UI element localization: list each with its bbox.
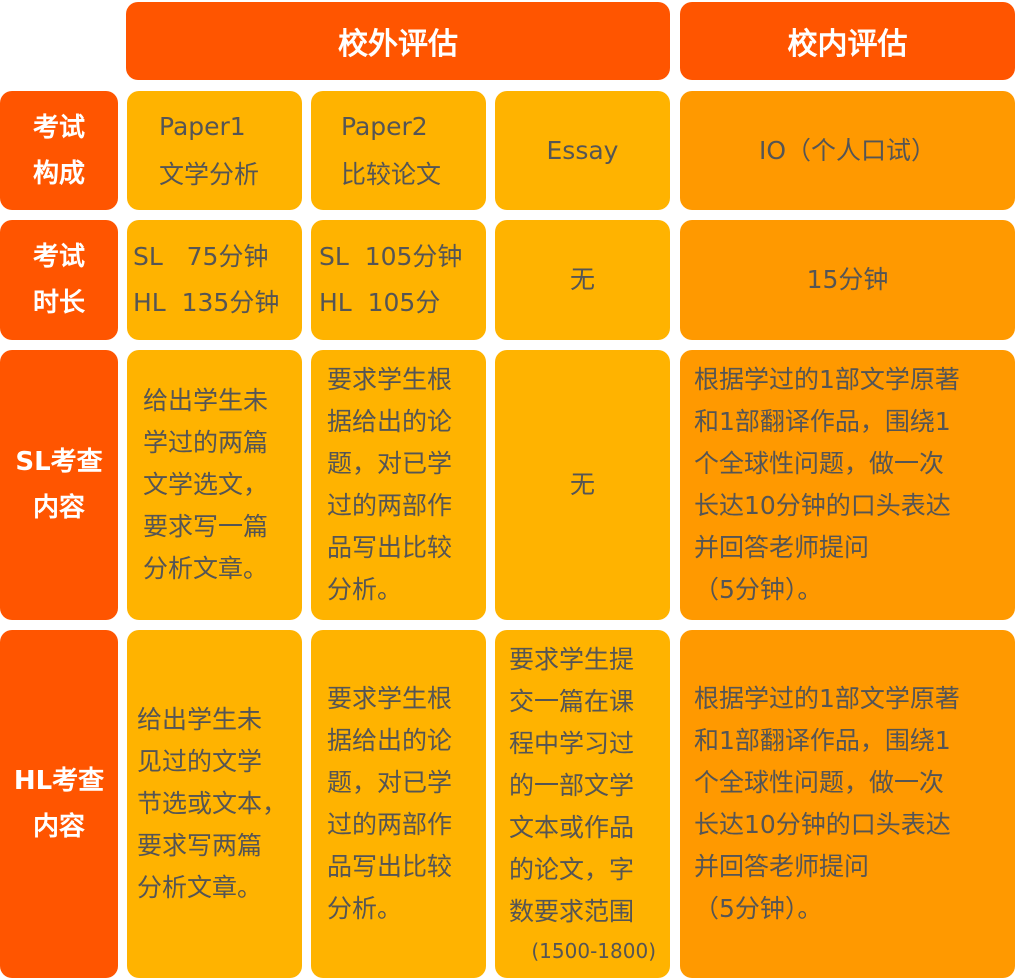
essay-hl-text: 要求学生提 交一篇在课 程中学习过 的一部文学 文本或作品 的论文，字 数要求范… <box>509 645 635 926</box>
cell-paper1: Paper1 文学分析 <box>127 91 302 210</box>
cell-essay-sl: 无 <box>495 350 670 620</box>
row-header-duration: 考试 时长 <box>0 220 118 340</box>
cell-io: IO（个人口试） <box>680 91 1015 210</box>
cell-essay: Essay <box>495 91 670 210</box>
header-external-assessment: 校外评估 <box>126 2 670 80</box>
cell-paper2-duration: SL 105分钟 HL 105分 <box>311 220 486 340</box>
row-header-hl-content: HL考查 内容 <box>0 630 118 978</box>
cell-paper2: Paper2 比较论文 <box>311 91 486 210</box>
cell-paper1-duration: SL 75分钟 HL 135分钟 <box>127 220 302 340</box>
row-header-sl-content: SL考查 内容 <box>0 350 118 620</box>
cell-paper2-hl: 要求学生根 据给出的论 题，对已学 过的两部作 品写出比较 分析。 <box>311 630 486 978</box>
cell-io-sl: 根据学过的1部文学原著 和1部翻译作品，围绕1 个全球性问题，做一次 长达10分… <box>680 350 1015 620</box>
cell-paper1-hl: 给出学生未 见过的文学 节选或文本， 要求写两篇 分析文章。 <box>127 630 302 978</box>
cell-essay-duration: 无 <box>495 220 670 340</box>
essay-word-range: (1500-1800) <box>531 939 656 963</box>
header-internal-assessment: 校内评估 <box>680 2 1015 80</box>
cell-paper1-sl: 给出学生未 学过的两篇 文学选文， 要求写一篇 分析文章。 <box>127 350 302 620</box>
cell-io-hl: 根据学过的1部文学原著 和1部翻译作品，围绕1 个全球性问题，做一次 长达10分… <box>680 630 1015 978</box>
row-header-composition: 考试 构成 <box>0 91 118 210</box>
cell-io-duration: 15分钟 <box>680 220 1015 340</box>
cell-paper2-sl: 要求学生根 据给出的论 题，对已学 过的两部作 品写出比较 分析。 <box>311 350 486 620</box>
cell-essay-hl: 要求学生提 交一篇在课 程中学习过 的一部文学 文本或作品 的论文，字 数要求范… <box>495 630 670 978</box>
